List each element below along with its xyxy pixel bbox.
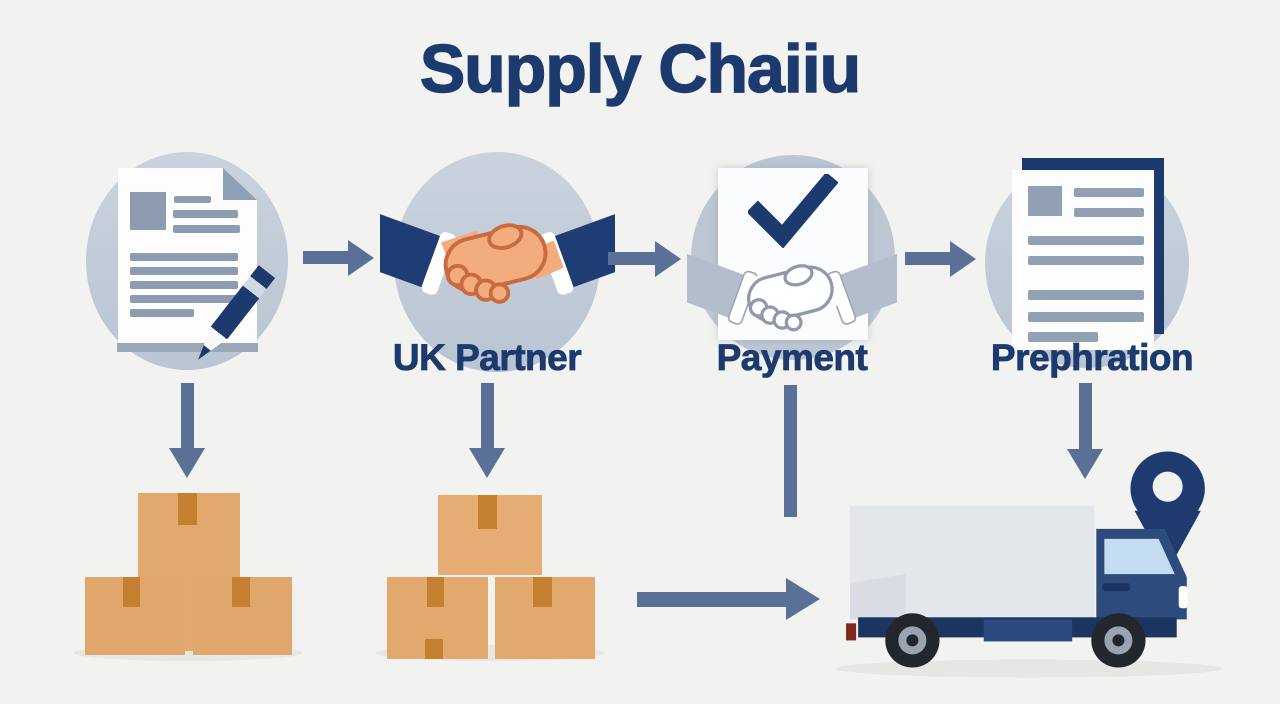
arrow-partner-to-payment-head	[655, 241, 681, 277]
box-top	[438, 495, 542, 575]
cardboard-boxes-icon	[375, 495, 605, 667]
doc-base-bar	[117, 343, 258, 352]
checkmark-icon	[748, 174, 838, 248]
box-bottom-right	[495, 577, 595, 659]
box-bottom-left	[387, 577, 488, 659]
arrow-to-truck	[637, 592, 787, 607]
clasped-hands	[441, 223, 564, 304]
box-bottom-right	[193, 577, 292, 655]
preparation-label: Prephration	[990, 337, 1194, 379]
box-bottom-left	[85, 577, 185, 655]
folded-corner	[223, 168, 257, 200]
front-wheel	[1091, 613, 1146, 668]
payment-drop-line	[784, 385, 797, 517]
arrow-contract-to-partner-head	[348, 240, 374, 276]
arrow-contract-to-partner	[303, 251, 349, 264]
taillight	[846, 623, 857, 641]
payment-label: Payment	[716, 337, 868, 379]
arrow-partner-to-payment	[608, 252, 656, 265]
arrow-to-truck-head	[786, 578, 820, 620]
handshake-icon	[380, 203, 615, 304]
uk-partner-label: UK Partner	[392, 337, 582, 379]
arrow-partner-to-boxes	[481, 383, 494, 448]
truck-shadow	[836, 659, 1222, 678]
cardboard-boxes-icon	[73, 493, 303, 668]
arrow-preparation-to-truck	[1079, 383, 1092, 449]
rear-wheel	[885, 613, 940, 668]
arrow-contract-to-boxes-head	[169, 448, 205, 478]
page-title: Supply Chaiiu	[419, 30, 862, 107]
doc-image-block	[130, 192, 166, 230]
arrow-preparation-to-truck-head	[1067, 449, 1103, 479]
document-icon	[1012, 158, 1164, 356]
truck-location-pin-icon	[836, 451, 1222, 678]
arrow-contract-to-boxes	[181, 383, 194, 448]
arrow-payment-to-preparation	[905, 252, 951, 265]
arrow-payment-to-preparation-head	[950, 241, 976, 277]
cab-window	[1104, 538, 1175, 575]
arrow-partner-to-boxes-head	[469, 448, 505, 478]
handshake-check-icon	[687, 247, 897, 332]
document-pencil-icon	[117, 168, 278, 368]
headlight	[1178, 586, 1188, 609]
